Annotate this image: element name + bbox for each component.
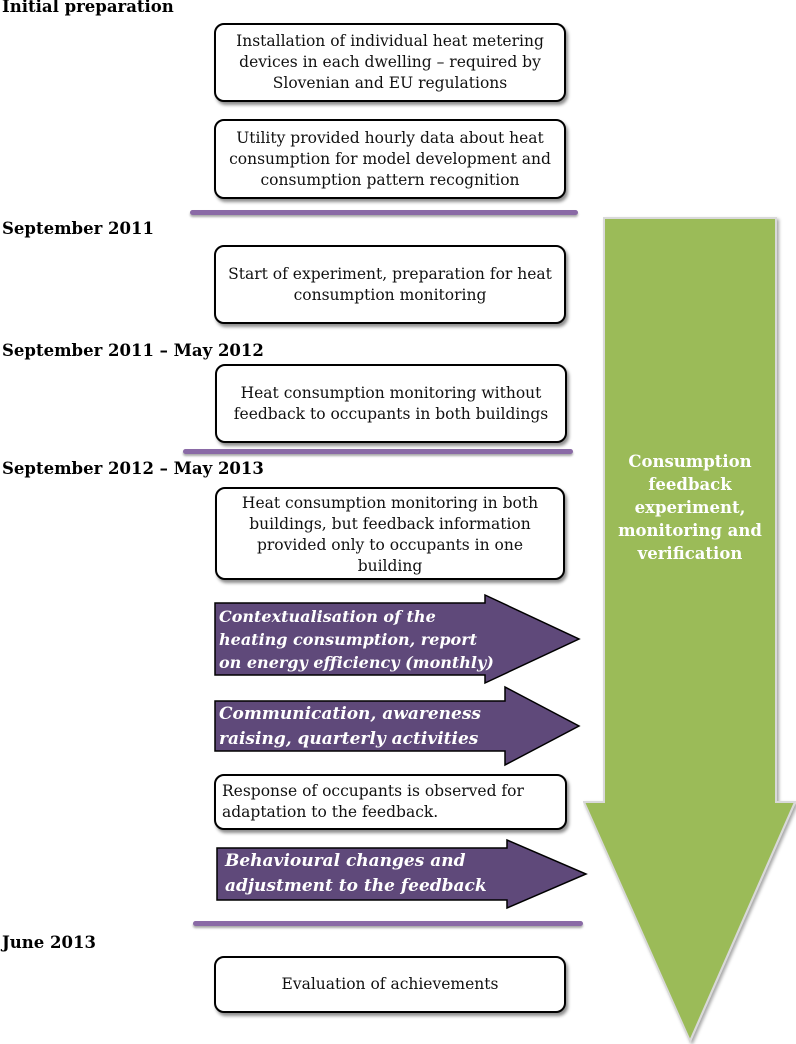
step-box-utility-data: Utility provided hourly data about heat …: [214, 119, 566, 199]
phase-june-2013: June 2013: [2, 933, 96, 952]
right-arrow-icon: [214, 593, 581, 685]
arrow-text: Behavioural changes and adjustment to th…: [225, 851, 487, 896]
arrow-text: Communication, awareness raising, quarte…: [219, 704, 481, 749]
step-text: Heat consumption monitoring in both buil…: [241, 494, 539, 575]
right-arrow-contextualisation: Contextualisation of the heating consump…: [213, 593, 583, 687]
step-box-monitoring-without-feedback: Heat consumption monitoring without feed…: [215, 364, 567, 443]
step-box-response-observed: Response of occupants is observed for ad…: [214, 774, 567, 830]
phase-september-2011: September 2011: [2, 219, 154, 238]
step-box-monitoring-with-feedback: Heat consumption monitoring in both buil…: [215, 487, 565, 580]
big-arrow-label: Consumption feedback experiment, monitor…: [618, 452, 762, 563]
right-arrow-behavioural-changes: Behavioural changes and adjustment to th…: [215, 838, 589, 910]
step-text: Start of experiment, preparation for hea…: [228, 264, 552, 304]
separator-line: [190, 210, 578, 215]
right-arrow-icon: [214, 685, 581, 767]
step-text: Response of occupants is observed for ad…: [222, 782, 524, 821]
arrow-text: Contextualisation of the heating consump…: [219, 607, 494, 672]
step-text: Installation of individual heat metering…: [236, 32, 544, 92]
separator-line: [193, 921, 583, 926]
right-arrow-communication: Communication, awareness raising, quarte…: [213, 685, 583, 769]
phase-initial-preparation: Initial preparation: [2, 0, 174, 16]
separator-line: [183, 449, 573, 454]
step-text: Utility provided hourly data about heat …: [229, 128, 551, 189]
step-box-evaluation: Evaluation of achievements: [214, 956, 566, 1013]
step-box-installation: Installation of individual heat metering…: [214, 23, 566, 102]
step-text: Evaluation of achievements: [281, 975, 499, 993]
phase-september-2011-may-2012: September 2011 – May 2012: [2, 341, 264, 360]
right-arrow-icon: [216, 838, 588, 910]
step-text: Heat consumption monitoring without feed…: [233, 383, 549, 423]
phase-september-2012-may-2013: September 2012 – May 2013: [2, 459, 264, 478]
step-box-start-experiment: Start of experiment, preparation for hea…: [214, 245, 566, 324]
big-down-arrow: [583, 217, 796, 1044]
